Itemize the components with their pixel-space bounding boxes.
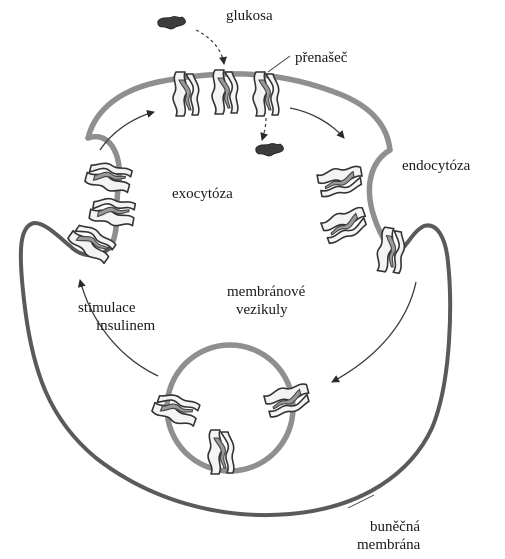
insulin-label-line2: insulinem: [96, 318, 155, 335]
insulin-label-line1: stimulace: [78, 300, 135, 317]
transporter-protein: [253, 72, 279, 116]
membrane-label-line2: membrána: [357, 537, 420, 554]
endocytosis-label: endocytóza: [402, 158, 470, 175]
glucose-exit-arrow: [262, 118, 266, 140]
endocytosis-arrow: [290, 108, 344, 138]
glucose-label: glukosa: [226, 8, 273, 25]
transporter-protein: [84, 159, 133, 195]
transporter-protein: [317, 164, 365, 197]
glucose-molecule: [158, 16, 186, 29]
transporter-protein: [89, 196, 137, 229]
vesicles-label-line1: membránové: [227, 284, 305, 301]
glucose-entry-arrow: [196, 30, 224, 64]
membrane-label-line1: buněčná: [370, 519, 420, 536]
glucose-molecule: [256, 143, 284, 156]
transporter-label: přenašeč: [295, 50, 347, 67]
exocytosis-label: exocytóza: [172, 186, 233, 203]
transporter-protein: [320, 205, 370, 244]
transporter-leader-line: [268, 56, 290, 72]
vesicles-label-line2: vezikuly: [236, 302, 288, 319]
transporter-protein: [208, 430, 234, 474]
transporter-protein: [151, 390, 201, 429]
vesicle-formation-arrow: [332, 282, 416, 382]
transporter-protein: [66, 219, 117, 265]
